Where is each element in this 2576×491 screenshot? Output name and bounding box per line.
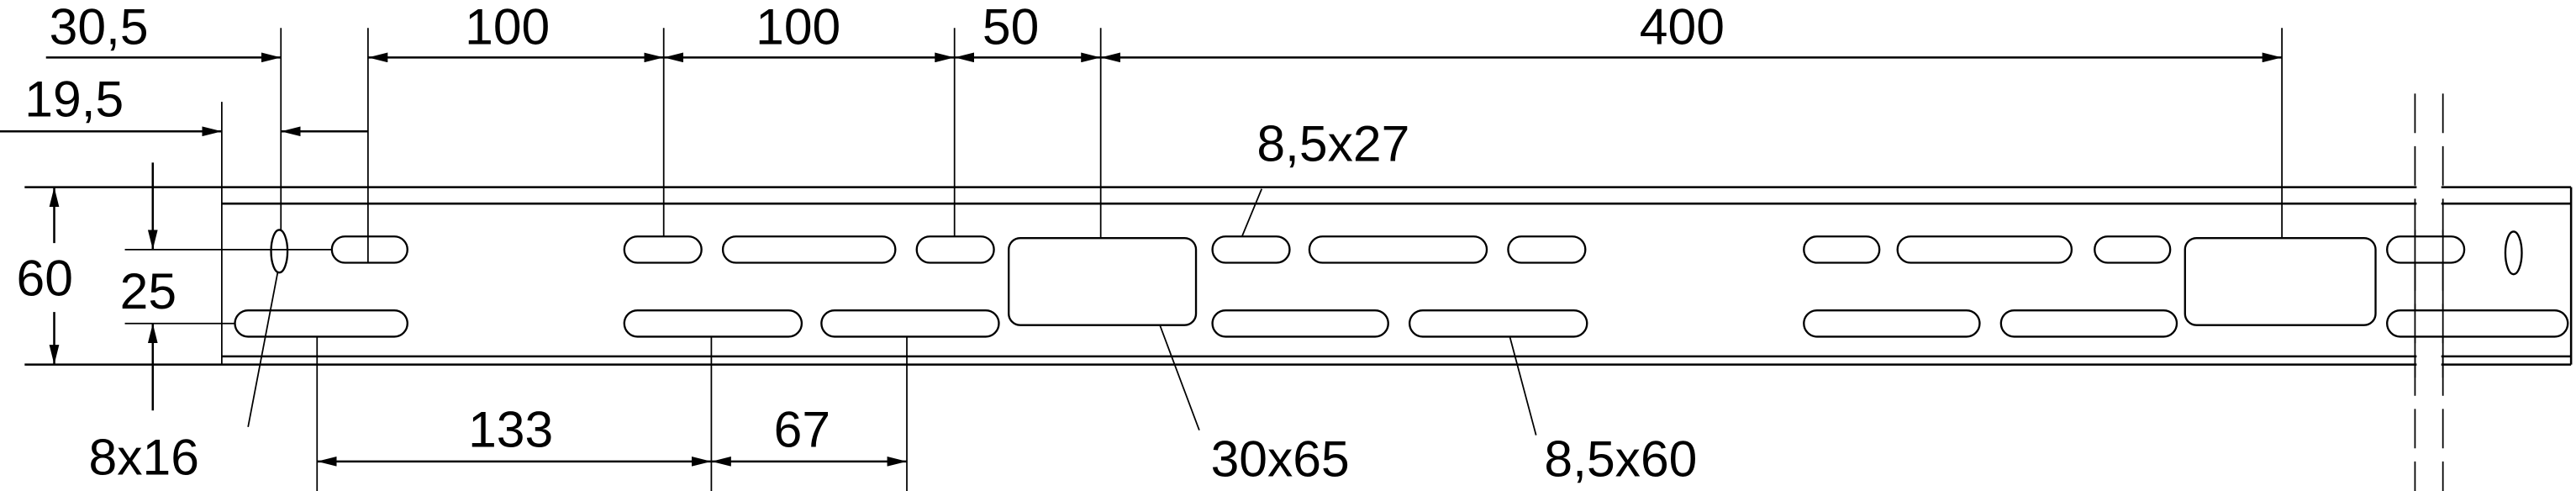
rect-hole [2184,237,2377,326]
bottom-dimension-chain: 133 67 [316,336,908,491]
callout-8-5x27: 8,5x27 [1256,114,1409,172]
long-slot [820,309,1000,338]
short-slot [623,235,703,264]
dim-label-25: 25 [120,262,176,319]
top-dimension-chain: 30,5 100 100 50 400 19,5 [0,0,2283,263]
short-slot [1211,235,1291,264]
holes-top-row [270,229,2523,326]
oval-hole [2504,230,2523,276]
dim-label-19-5: 19,5 [24,71,124,128]
dim-label-67: 67 [774,400,830,457]
short-slot [1803,235,1881,264]
long-slot [1999,309,2178,338]
long-slot [2386,309,2569,338]
dim-label-50: 50 [982,0,1039,55]
hole-callouts: 8x16 8,5x27 30x65 8,5x60 [89,114,1698,487]
long-slot [234,309,408,338]
short-slot [915,235,995,264]
callout-30x65: 30x65 [1211,430,1350,487]
dim-label-133: 133 [468,400,553,457]
dim-label-100a: 100 [465,0,550,55]
callout-8x16: 8x16 [89,428,199,485]
callout-8-5x60: 8,5x60 [1544,430,1697,487]
long-slot [1211,309,1389,338]
rail-plate [24,102,2573,366]
break-gap [2414,230,2444,378]
long-slot [1408,309,1588,338]
short-slot [330,235,408,264]
short-slot [2094,235,2172,264]
long-slot [1803,309,1981,338]
rect-hole [1008,237,1198,326]
leader-line [1509,336,1537,436]
dim-label-100b: 100 [756,0,840,55]
short-slot [1507,235,1587,264]
leader-line [247,272,279,427]
long-slot [721,235,897,264]
holes-bottom-row [234,309,2569,338]
left-dimensions: 60 25 [17,162,332,411]
leader-line [1159,325,1200,431]
dim-label-60: 60 [17,250,73,307]
long-slot [1308,235,1488,264]
dim-label-30-5: 30,5 [50,0,149,55]
dim-label-400: 400 [1640,0,1725,55]
long-slot [623,309,803,338]
short-slot [2386,235,2466,264]
break-lines [2414,92,2444,491]
long-slot [1896,235,2073,264]
oval-hole [270,229,289,274]
leader-line [1241,188,1263,237]
